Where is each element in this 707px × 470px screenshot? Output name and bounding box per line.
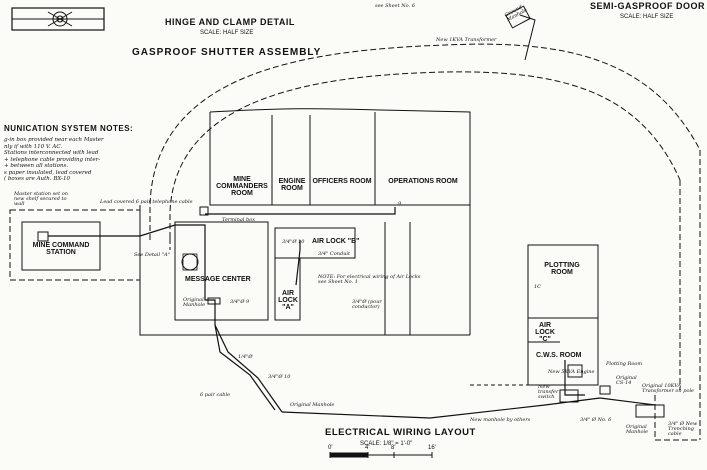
room-officers: OFFICERS ROOM [312, 178, 372, 185]
structure-walls [139, 108, 471, 336]
annotation-original-10kva: Original 10KVA Transformer on pole [642, 383, 695, 394]
right-building-walls [470, 244, 599, 386]
scale-label-0: 0' [328, 445, 333, 451]
room-mine-command-station: MINE COMMAND STATION [32, 242, 90, 256]
annotation-c10b: 3/4"Ø 10 [268, 374, 291, 380]
annotation-original-manhole: Original Manhole [183, 297, 206, 308]
see-sheet-note: see Sheet No. 6 [375, 3, 415, 9]
annotation-original-cs14: Original CS-14 [616, 375, 637, 386]
annotation-six-pair: 6 pair cable [200, 392, 231, 398]
annotation-c8: 1/4"Ø [238, 354, 253, 360]
room-message-center: MESSAGE CENTER [185, 276, 251, 283]
equipment-symbols [37, 5, 665, 418]
hinge-scale: SCALE: HALF SIZE [200, 30, 254, 36]
room-cws: C.W.S. ROOM [536, 352, 582, 359]
annotation-new-1kva: New 1KVA Transformer [436, 37, 497, 43]
annotation-see-detail: See Detail "A" [134, 252, 170, 258]
annotation-conduit-9: 3/4"Ø 9 [230, 299, 250, 305]
hinge-detail-sketch [11, 7, 105, 31]
room-mine-commanders: MINE COMMANDERS ROOM [216, 176, 268, 197]
scale-bar [329, 452, 433, 458]
annotation-pour-conductor: 3/4"Ø (pour conductor) [352, 299, 382, 310]
room-airlock-c: AIR LOCK "C" [535, 322, 555, 343]
room-airlock-a: AIR LOCK "A" [278, 290, 298, 311]
annotation-new-manhole: New manhole by others [470, 417, 531, 423]
hinge-heading: HINGE AND CLAMP DETAIL [165, 17, 295, 27]
annotation-lead-cable: Lead covered 6 pair telephone cable [100, 199, 193, 205]
scale-label-16: 16' [428, 445, 436, 451]
annotation-no6: 3/4" Ø No. 6 [580, 417, 612, 423]
tag-9: 9 [398, 201, 402, 207]
notes-title: NUNICATION SYSTEM NOTES: [4, 124, 134, 133]
notes-body: g-in box provided near each Master nly i… [4, 137, 104, 182]
annotation-original-manhole-2: Original Manhole [290, 402, 335, 408]
annotation-conduit: 3/4" Conduit [318, 251, 351, 257]
room-plotting: PLOTTING ROOM [544, 262, 580, 276]
annotation-terminal-box: Terminal box [222, 217, 256, 223]
tag-1c: 1C [534, 284, 542, 290]
semi-heading: SEMI-GASPROOF DOOR [590, 1, 706, 11]
mine-command-station-walls [9, 209, 141, 281]
room-airlock-b: AIR LOCK "B" [312, 238, 360, 245]
room-engine: ENGINE ROOM [278, 178, 306, 192]
annotation-plotting-label: Plotting Room [606, 361, 643, 367]
room-operations: OPERATIONS ROOM [388, 178, 458, 185]
annotation-airlock-note: NOTE: For electrical wiring of Air Locks… [318, 274, 421, 285]
scale-label-8: 8' [391, 445, 396, 451]
layout-heading: ELECTRICAL WIRING LAYOUT [325, 427, 476, 438]
annotation-conduit-10: 3/4"Ø 10 [282, 239, 305, 245]
layout-scale: SCALE: 1/8" = 1'-0" [360, 441, 413, 447]
gasproof-heading: GASPROOF SHUTTER ASSEMBLY [132, 47, 322, 58]
annotation-new-5kva: New 5KVA Engine [548, 369, 595, 375]
tunnel-outline-dashed [149, 43, 701, 441]
annotation-trenching: 3/4" Ø New Trenching cable [668, 421, 698, 437]
annotation-master-station: Master station set on new shelf secured … [14, 191, 68, 207]
semi-scale: SCALE: HALF SIZE [620, 14, 674, 20]
annotation-original-manhole-3: Original Manhole [626, 424, 649, 435]
scale-label-4: 4' [365, 445, 370, 451]
annotation-new-transfer: New transfer switch [538, 384, 559, 400]
